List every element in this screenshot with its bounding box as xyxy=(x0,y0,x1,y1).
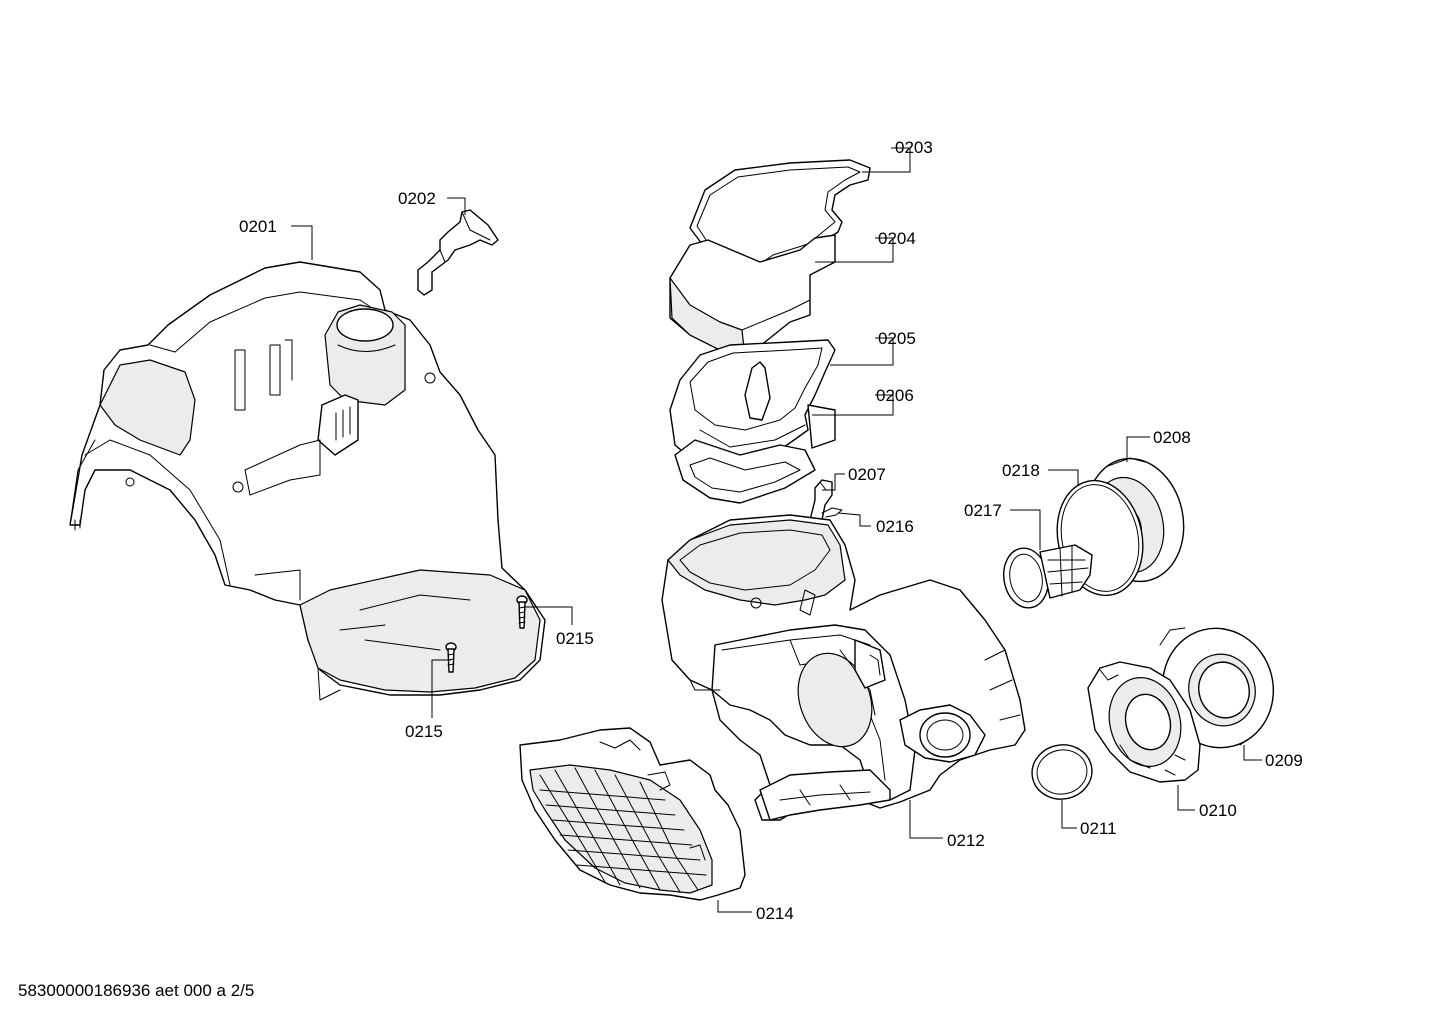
leader-lines xyxy=(291,147,1262,913)
callout-labels: 0201 0202 0203 0204 0205 0206 0207 0216 … xyxy=(239,138,1303,923)
part-0214-grille xyxy=(519,727,746,901)
callout-0215-lower: 0215 xyxy=(405,722,443,741)
leader-0204 xyxy=(815,237,894,263)
leader-0208 xyxy=(1126,436,1150,462)
leader-0212 xyxy=(909,800,943,839)
leader-0215-upper xyxy=(525,606,573,625)
callout-0210: 0210 xyxy=(1199,801,1237,820)
part-0201-housing xyxy=(69,261,546,701)
callout-0214: 0214 xyxy=(756,904,794,923)
leader-0206 xyxy=(812,394,894,416)
callout-0218: 0218 xyxy=(1002,461,1040,480)
leader-0215-lower xyxy=(431,659,451,718)
callout-0217: 0217 xyxy=(964,501,1002,520)
callout-0207: 0207 xyxy=(848,465,886,484)
leader-0214 xyxy=(717,900,752,913)
leader-0211 xyxy=(1061,800,1077,829)
callout-0215-upper: 0215 xyxy=(556,629,594,648)
leader-0217 xyxy=(1010,509,1041,550)
part-0202-bracket xyxy=(417,209,499,296)
leader-0218 xyxy=(1048,469,1079,485)
callout-0209: 0209 xyxy=(1265,751,1303,770)
part-0217-cone-filter xyxy=(1003,544,1093,609)
part-0210-lid-frame xyxy=(1087,661,1201,783)
leader-0207 xyxy=(822,473,845,491)
part-0216-spring xyxy=(821,507,843,518)
part-0212-chassis xyxy=(661,514,1026,821)
leader-0205 xyxy=(830,337,894,366)
callout-0216: 0216 xyxy=(876,517,914,536)
part-0204-filter-box xyxy=(669,234,836,359)
leader-0209 xyxy=(1243,745,1262,761)
callout-0208: 0208 xyxy=(1153,428,1191,447)
leader-0201 xyxy=(291,225,313,260)
callout-0202: 0202 xyxy=(398,189,436,208)
callout-0203: 0203 xyxy=(895,138,933,157)
callout-0201: 0201 xyxy=(239,217,277,236)
grille-slats xyxy=(539,767,707,893)
leader-0210 xyxy=(1177,785,1195,811)
callout-0204: 0204 xyxy=(878,229,916,248)
leader-0216 xyxy=(837,512,871,527)
callout-0212: 0212 xyxy=(947,831,985,850)
callout-0211: 0211 xyxy=(1080,819,1117,838)
part-0206-container-base xyxy=(674,439,816,504)
leader-0202 xyxy=(447,197,466,215)
part-0211-oring xyxy=(1031,744,1093,800)
leader-0203 xyxy=(862,147,911,173)
part-0215-screw-upper xyxy=(516,595,528,629)
callout-0205: 0205 xyxy=(878,329,916,348)
callout-0206: 0206 xyxy=(876,386,914,405)
document-id-footer: 58300000186936 aet 000 a 2/5 xyxy=(18,981,255,1000)
